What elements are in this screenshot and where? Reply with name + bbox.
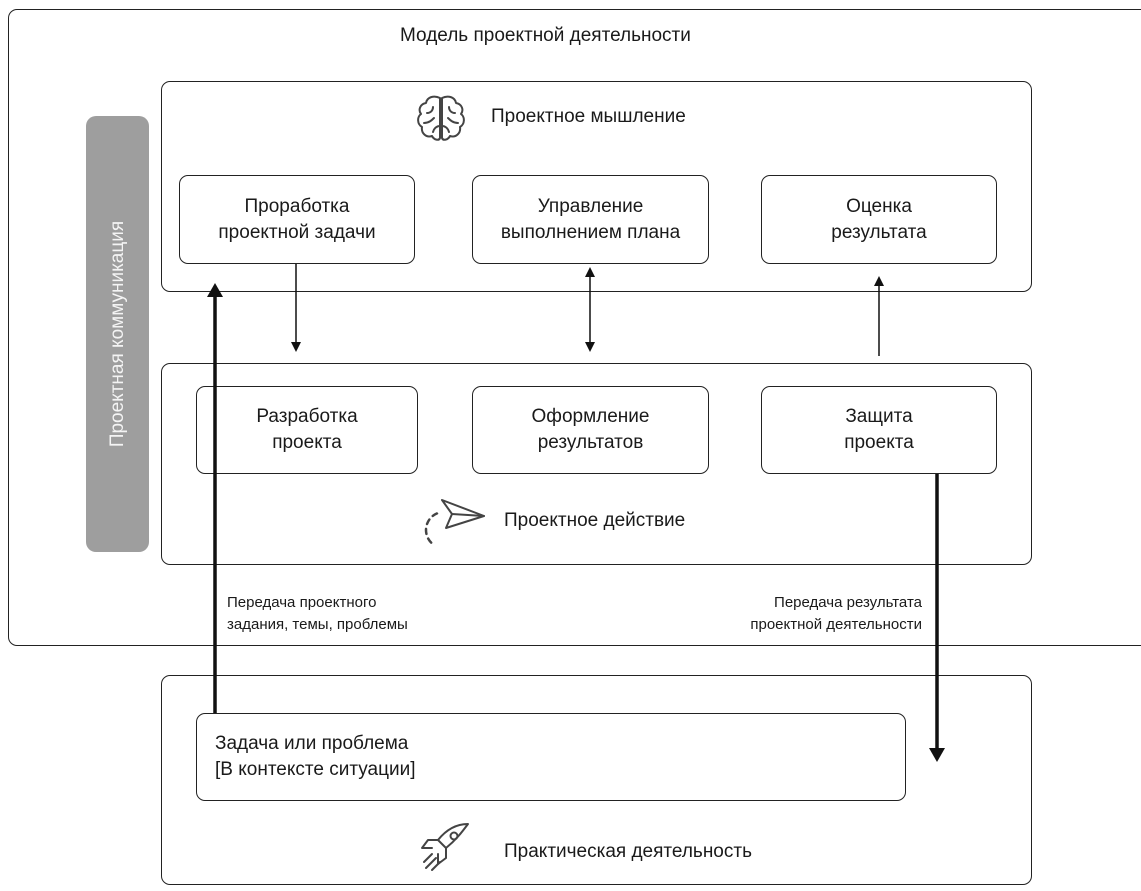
node-line: результата [831, 221, 927, 243]
label-line: Передача проектного [227, 594, 377, 611]
thinking-title: Проектное мышление [491, 106, 686, 127]
thinking-node-develop-task: Проработка проектной задачи [179, 175, 415, 264]
label-line: проектной деятельности [750, 615, 922, 633]
transfer-task-label: Передача проектного задания, темы, пробл… [227, 592, 408, 636]
task-line: [В контексте ситуации] [215, 759, 416, 780]
node-line: Оформление [531, 406, 650, 428]
node-line: Проработка [244, 195, 350, 217]
paper-plane-icon [416, 499, 485, 552]
action-title: Проектное действие [504, 510, 686, 531]
node-line: проектной задачи [218, 221, 376, 243]
node-line: Управление [537, 195, 644, 217]
thinking-node-evaluate-result: Оценка результата [761, 175, 997, 264]
node-line: проекта [844, 432, 914, 453]
node-line: выполнением плана [500, 221, 681, 243]
label-line: Передача результата [774, 594, 922, 611]
action-node-format-results: Оформление результатов [472, 386, 709, 474]
task-line: Задача или проблема [215, 733, 409, 755]
thinking-node-manage-plan: Управление выполнением плана [472, 175, 709, 264]
practice-title: Практическая деятельность [504, 841, 752, 862]
transfer-result-label: Передача результата проектной деятельнос… [700, 592, 922, 636]
node-line: Защита [845, 406, 913, 428]
rocket-icon [421, 823, 469, 871]
action-node-develop-project: Разработка проекта [196, 386, 418, 474]
node-line: Оценка [846, 195, 912, 217]
label-line: задания, темы, проблемы [227, 615, 408, 633]
node-line: Разработка [256, 406, 358, 428]
node-line: проекта [272, 432, 342, 453]
action-node-defend-project: Защита проекта [761, 386, 997, 474]
practice-task-box: Задача или проблема [В контексте ситуаци… [196, 713, 906, 801]
brain-icon [417, 95, 465, 141]
model-title: Модель проектной деятельности [400, 25, 691, 46]
node-line: результатов [537, 432, 644, 453]
communication-bar: Проектная коммуникация [86, 116, 149, 552]
